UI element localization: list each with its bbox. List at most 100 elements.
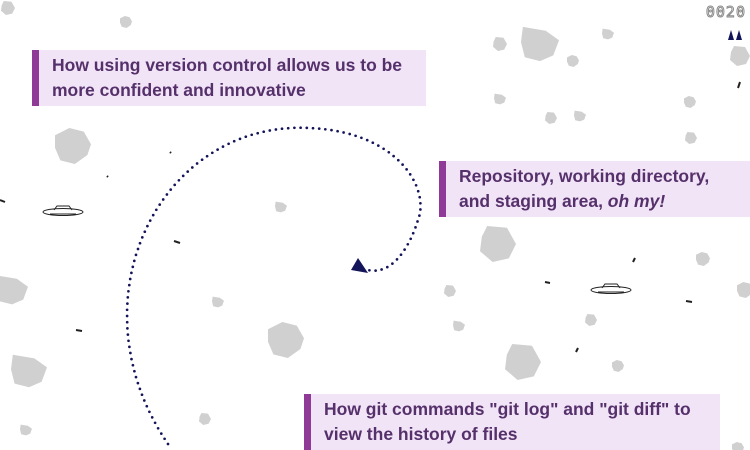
trail-dot — [130, 271, 133, 275]
asteroid — [120, 16, 132, 28]
trail-dot — [299, 126, 302, 130]
asteroid — [444, 285, 456, 297]
asteroid — [275, 201, 287, 213]
trail-dot — [391, 262, 394, 265]
trail-dot — [140, 393, 144, 397]
callout-text: Repository, working directory, and stagi… — [459, 166, 710, 211]
trail-dot — [396, 158, 400, 162]
ship-trail — [125, 126, 422, 446]
trail-dot — [419, 208, 422, 211]
bullet — [169, 151, 172, 154]
trail-dot — [177, 178, 181, 182]
asteroid — [199, 413, 211, 425]
trail-dot — [360, 136, 363, 140]
trail-dot — [126, 327, 129, 330]
trail-dot — [411, 231, 415, 235]
trail-dot — [129, 351, 132, 355]
trail-dot — [238, 137, 242, 141]
trail-dot — [131, 363, 135, 367]
asteroid — [685, 132, 697, 144]
trail-dot — [130, 357, 133, 361]
trail-dot — [166, 442, 170, 446]
trail-dot — [418, 214, 421, 217]
trail-dot — [409, 237, 413, 241]
trail-dot — [148, 410, 151, 414]
trail-dot — [153, 421, 157, 425]
asteroid — [696, 252, 710, 266]
trail-dot — [293, 126, 296, 130]
trail-dot — [169, 188, 173, 191]
trail-dot — [250, 133, 254, 137]
callout-text: How git commands "git log" and "git diff… — [324, 399, 691, 444]
trail-dot — [392, 154, 395, 158]
trail-dot — [382, 147, 385, 151]
trail-dot — [387, 150, 391, 154]
trail-dot — [158, 203, 162, 206]
trail-dot — [232, 139, 236, 143]
player-ship[interactable] — [351, 258, 368, 273]
trail-dot — [134, 253, 138, 257]
ufo-left — [42, 205, 84, 216]
trail-dot — [128, 345, 131, 349]
trail-dot — [127, 283, 131, 287]
trail-dot — [125, 320, 129, 324]
trail-dot — [216, 148, 219, 151]
trail-dot — [142, 399, 146, 402]
trail-dot — [127, 339, 130, 343]
trail-dot — [163, 437, 166, 441]
trail-dot — [136, 381, 140, 385]
trail-dot — [140, 236, 144, 239]
asteroid — [453, 320, 465, 332]
score-display: 0020 — [705, 3, 746, 22]
trail-dot — [374, 269, 377, 272]
trail-dot — [210, 151, 214, 155]
callout-emphasis: oh my! — [607, 191, 666, 211]
trail-dot — [403, 248, 406, 251]
trail-dot — [143, 230, 147, 234]
callout-version-control: How using version control allows us to b… — [32, 50, 426, 106]
trail-dot — [399, 253, 403, 257]
lives-indicator — [728, 30, 742, 40]
trail-dot — [342, 131, 345, 134]
trail-dot — [227, 142, 230, 146]
trail-dot — [380, 268, 383, 271]
trail-dot — [395, 258, 399, 261]
trail-dot — [138, 387, 142, 391]
asteroid — [602, 28, 614, 40]
trail-dot — [412, 178, 415, 182]
trail-dot — [145, 404, 149, 408]
callout-git-commands: How git commands "git log" and "git diff… — [304, 394, 720, 450]
asteroid — [494, 93, 506, 105]
asteroid — [732, 442, 744, 450]
trail-dot — [330, 128, 333, 132]
bullet — [737, 81, 741, 89]
asteroid — [20, 424, 32, 436]
trail-dot — [156, 426, 160, 430]
trail-dot — [200, 158, 204, 162]
trail-dot — [128, 277, 132, 281]
trail-dot — [186, 170, 190, 173]
asteroid — [493, 37, 507, 51]
trail-dot — [311, 126, 315, 130]
trail-dot — [133, 369, 136, 373]
trail-dot — [173, 183, 177, 187]
trail-dot — [134, 375, 138, 379]
trail-dot — [126, 302, 129, 305]
bullet — [75, 329, 83, 332]
life-ship-icon — [728, 30, 734, 40]
trail-dot — [138, 241, 142, 245]
trail-dot — [126, 296, 130, 299]
asteroid — [574, 110, 586, 122]
trail-dot — [419, 201, 422, 205]
trail-dot — [131, 265, 135, 269]
trail-dot — [416, 189, 420, 193]
ufo-right — [590, 283, 632, 294]
trail-dot — [244, 135, 248, 139]
asteroid — [505, 344, 541, 380]
asteroid — [55, 128, 91, 164]
asteroid — [1, 1, 15, 15]
bullet — [544, 281, 551, 284]
trail-dot — [274, 128, 278, 131]
life-ship-icon — [736, 30, 742, 40]
